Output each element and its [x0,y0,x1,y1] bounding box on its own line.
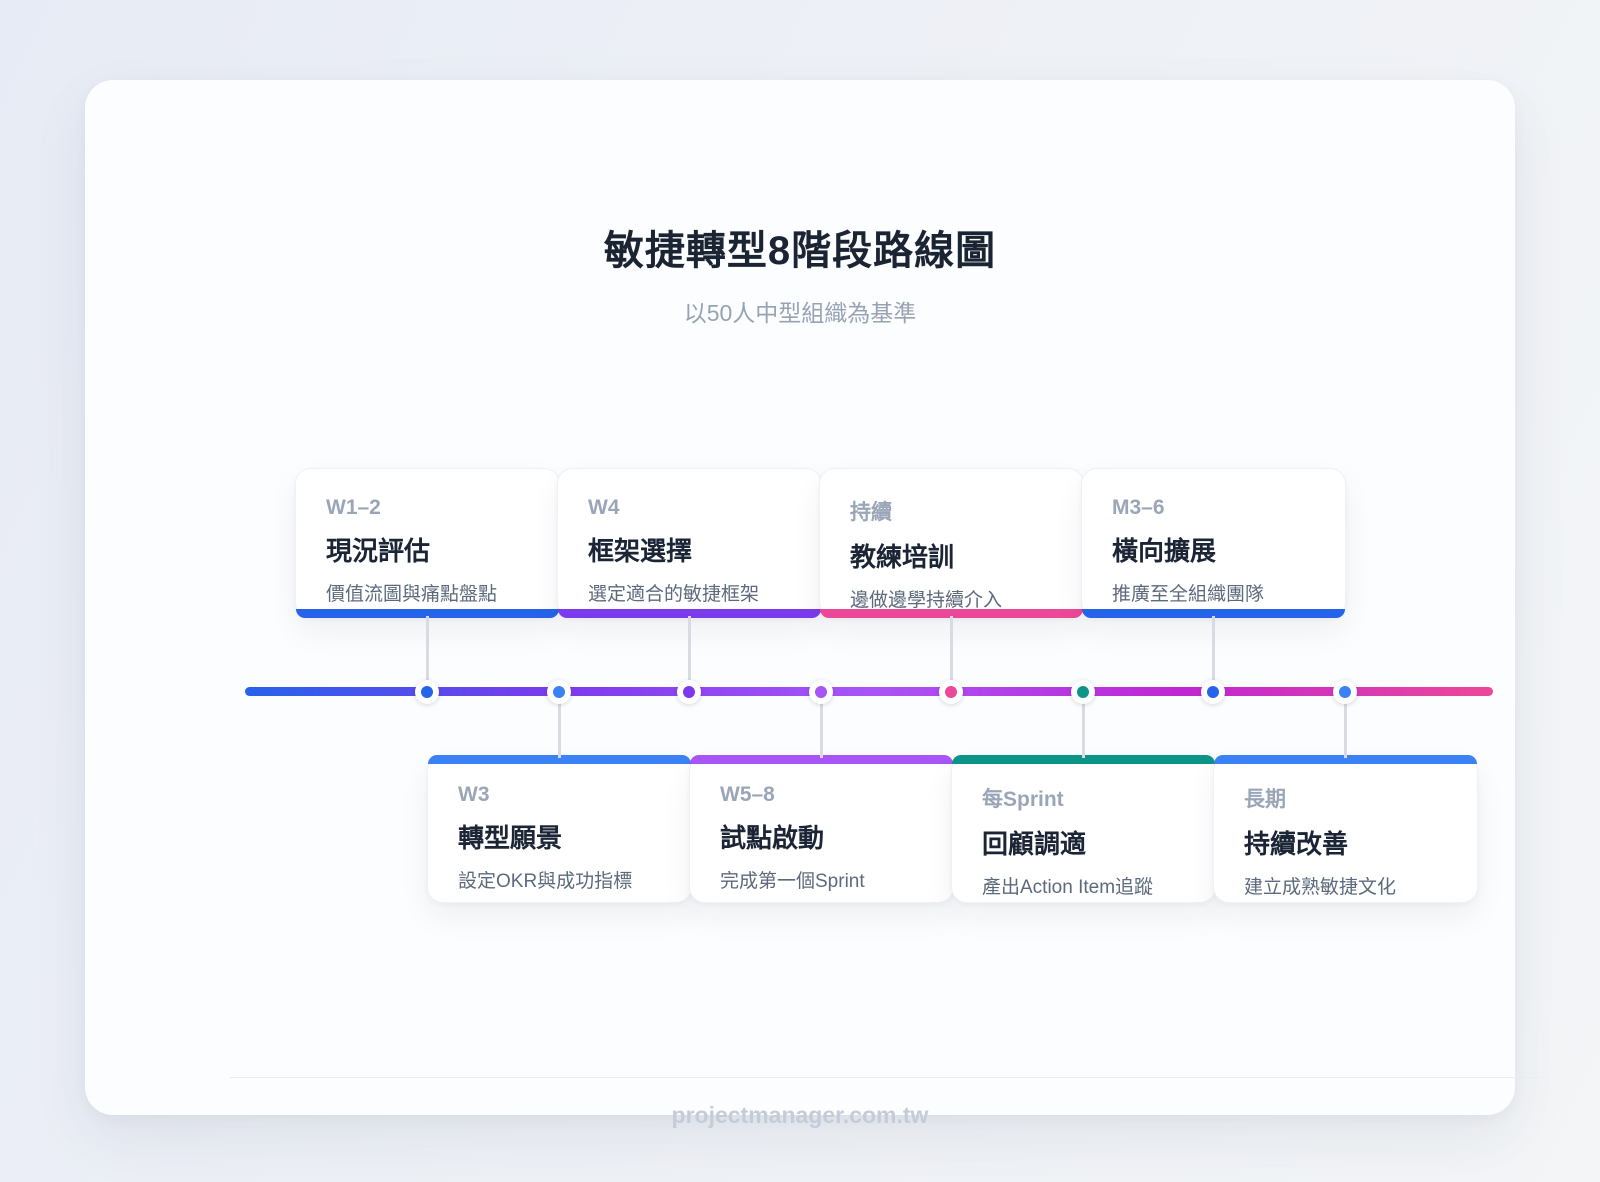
timeline-dot [809,680,833,704]
timeline-dot [547,680,571,704]
stage-period: W4 [588,496,620,519]
timeline-dot [415,680,439,704]
stage-period: W3 [458,783,490,806]
stage-card-5: 持續 教練培訓 邊做邊學持續介入 [819,468,1084,618]
stage-card-3: W4 框架選擇 選定適合的敏捷框架 [557,468,822,618]
stage-accent-bar [690,755,953,764]
stage-period: 長期 [1244,788,1286,811]
stage-title: 試點啟動 [720,823,825,853]
stage-card-6: 每Sprint 回顧調適 產出Action Item追蹤 [951,755,1216,903]
main-panel: 敏捷轉型8階段路線圖 以50人中型組織為基準 W1–2 現況評估 價值流圖與痛點… [85,80,1540,1128]
stage-period: W5–8 [720,783,775,806]
timeline-dot [1071,680,1095,704]
page-subtitle: 以50人中型組織為基準 [683,300,917,326]
stage-accent-bar [296,609,559,618]
stage-title: 框架選擇 [588,536,693,566]
connector-line [426,616,429,688]
timeline-dot [1201,680,1225,704]
stage-card-7: M3–6 橫向擴展 推廣至全組織團隊 [1081,468,1346,618]
footer-url: projectmanager.com.tw [671,1102,929,1128]
stage-period: W1–2 [326,496,381,519]
timeline-dot [1333,680,1357,704]
connector-line [688,616,691,688]
timeline-dot [677,680,701,704]
stage-accent-bar [428,755,691,764]
stage-period: 持續 [850,501,892,524]
stage-card-4: W5–8 試點啟動 完成第一個Sprint [689,755,954,903]
stage-accent-bar [952,755,1215,764]
stage-desc: 推廣至全組織團隊 [1112,584,1265,605]
connector-line [1212,616,1215,688]
stage-period: 每Sprint [982,788,1064,811]
stage-title: 橫向擴展 [1112,536,1217,566]
connector-line [950,616,953,688]
stage-desc: 建立成熟敏捷文化 [1244,877,1397,898]
stage-accent-bar [1214,755,1477,764]
timeline-bar [245,687,1493,696]
stage-title: 持續改善 [1244,829,1349,859]
stage-card-2: W3 轉型願景 設定OKR與成功指標 [427,755,692,903]
stage-card-1: W1–2 現況評估 價值流圖與痛點盤點 [295,468,560,618]
page-title: 敏捷轉型8階段路線圖 [603,229,997,273]
stage-title: 教練培訓 [850,542,955,572]
stage-desc: 邊做邊學持續介入 [850,590,1003,611]
connector-line [1344,696,1347,758]
stage-card-8: 長期 持續改善 建立成熟敏捷文化 [1213,755,1478,903]
stage-desc: 選定適合的敏捷框架 [588,584,760,605]
stage-desc: 產出Action Item追蹤 [982,877,1154,898]
connector-line [1082,696,1085,758]
stage-desc: 價值流圖與痛點盤點 [326,584,498,605]
stage-accent-bar [820,609,1083,618]
stage-desc: 完成第一個Sprint [720,871,865,892]
connector-line [820,696,823,758]
stage-title: 轉型願景 [458,823,563,853]
timeline-dot [939,680,963,704]
stage-accent-bar [558,609,821,618]
stage-accent-bar [1082,609,1345,618]
connector-line [558,696,561,758]
stage-period: M3–6 [1112,496,1165,519]
stage-title: 現況評估 [326,536,431,566]
stage-desc: 設定OKR與成功指標 [458,871,633,892]
footer-divider [230,1077,1540,1078]
stage-title: 回顧調適 [982,829,1087,859]
